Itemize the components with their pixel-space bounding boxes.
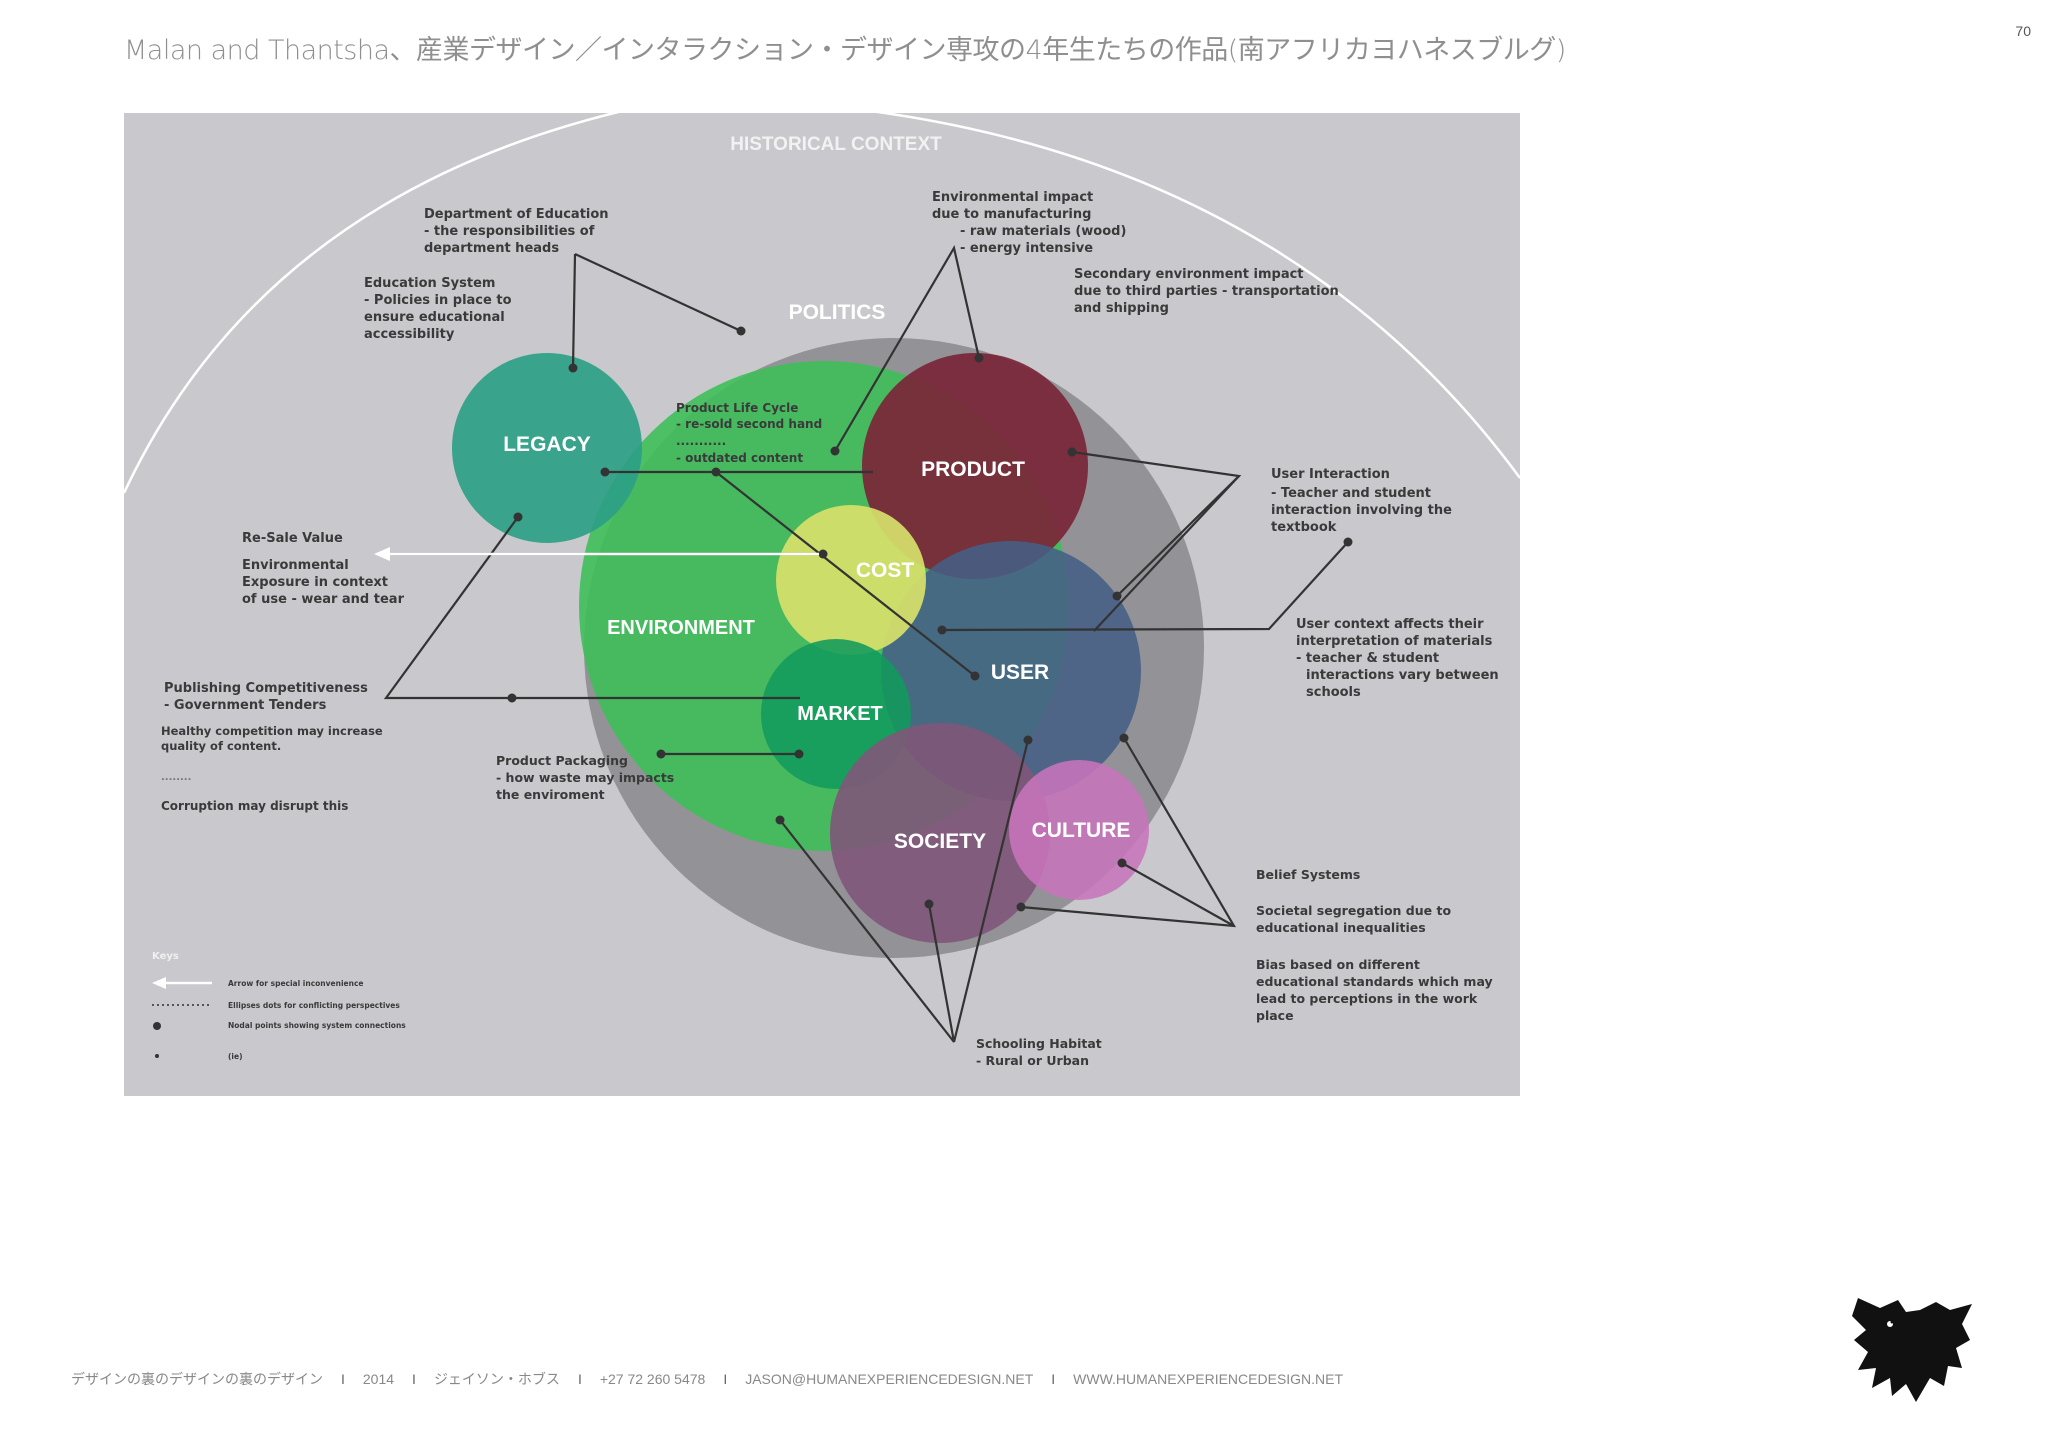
inconvenience-arrow (374, 547, 819, 561)
footer-book-title: デザインの裏のデザインの裏のデザイン (71, 1371, 323, 1387)
key-title: Keys (152, 951, 179, 962)
key-item-nodes: Nodal points showing system connections (228, 1021, 406, 1030)
note-product-life-cycle: Product Life Cycle - re-sold second hand… (676, 401, 826, 465)
key-item-ie: (ie) (228, 1052, 243, 1061)
market-label: MARKET (797, 703, 883, 725)
product-circle (862, 353, 1088, 579)
note-env-manufacturing: Environmental impact due to manufacturin… (932, 190, 1131, 256)
note-belief: Belief Systems (1256, 867, 1360, 882)
note-packaging: Product Packaging - how waste may impact… (496, 753, 679, 802)
note-dots: ........ (161, 772, 191, 783)
historical-context-arc (124, 113, 1520, 494)
footer-separator: I (341, 1371, 345, 1387)
footer-website: WWW.HUMANEXPERIENCEDESIGN.NET (1073, 1371, 1344, 1387)
note-user-context: User context affects their interpretatio… (1296, 617, 1503, 700)
cost-circle (776, 505, 926, 655)
note-user-interaction: User Interaction - Teacher and student i… (1271, 467, 1456, 535)
footer: デザインの裏のデザインの裏のデザイン I 2014 I ジェイソン・ホブス I +27 72… (71, 1369, 1343, 1389)
page-number: 70 (2015, 23, 2031, 39)
note-education-system: Education System - Policies in place to … (364, 276, 516, 342)
culture-label: CULTURE (1032, 819, 1131, 842)
key-arrow-icon (152, 977, 212, 989)
footer-author: ジェイソン・ホブス (433, 1371, 560, 1387)
cost-label: COST (856, 559, 915, 582)
key-node-icon (153, 1022, 161, 1030)
historical-context-label: HISTORICAL CONTEXT (730, 134, 942, 155)
note-dept-education: Department of Education - the responsibi… (424, 207, 613, 256)
society-label: SOCIETY (894, 830, 986, 853)
environment-label: ENVIRONMENT (607, 617, 755, 639)
note-resale: Re-Sale Value (242, 531, 343, 546)
user-label: USER (991, 661, 1049, 684)
key-ie-icon (155, 1054, 159, 1058)
note-schooling: Schooling Habitat - Rural or Urban (976, 1036, 1106, 1068)
note-env-exposure: Environmental Exposure in context of use… (242, 558, 405, 607)
society-circle (830, 723, 1050, 943)
note-segregation: Societal segregation due to educational … (1256, 903, 1455, 935)
footer-phone: +27 72 260 5478 (599, 1371, 706, 1387)
culture-circle (1009, 760, 1149, 900)
note-corruption: Corruption may disrupt this (161, 799, 348, 813)
legacy-circle (452, 353, 642, 543)
footer-email: JASON@HUMANEXPERIENCEDESIGN.NET (745, 1371, 1034, 1387)
note-secondary-env: Secondary environment impact due to thir… (1074, 267, 1343, 316)
footer-separator: I (723, 1371, 728, 1387)
legacy-label: LEGACY (503, 433, 591, 456)
footer-year: 2014 (362, 1371, 395, 1387)
note-healthy-competition: Healthy competition may increase quality… (161, 724, 387, 753)
systems-diagram: HISTORICAL CONTEXT POLITICS LEGACY PRODU… (124, 113, 1520, 1096)
footer-separator: I (1051, 1371, 1056, 1387)
product-label: PRODUCT (921, 458, 1025, 481)
note-bias: Bias based on different educational stan… (1256, 957, 1497, 1023)
creature-logo-icon (1852, 1298, 1972, 1402)
connection-nodes (507, 326, 1353, 912)
page-title: Malan and Thantsha、産業デザイン／インタラクション・デザイン専… (124, 35, 1566, 66)
key-item-ellipses: Ellipses dots for conflicting perspectiv… (228, 1001, 400, 1010)
footer-separator: I (412, 1371, 416, 1387)
note-publishing: Publishing Competitiveness - Government … (164, 681, 372, 713)
footer-separator: I (577, 1371, 582, 1387)
key-item-arrow: Arrow for special inconvenience (228, 979, 364, 988)
key-legend: Keys Arrow for special inconvenience Ell… (152, 951, 406, 1061)
politics-label: POLITICS (789, 301, 886, 324)
